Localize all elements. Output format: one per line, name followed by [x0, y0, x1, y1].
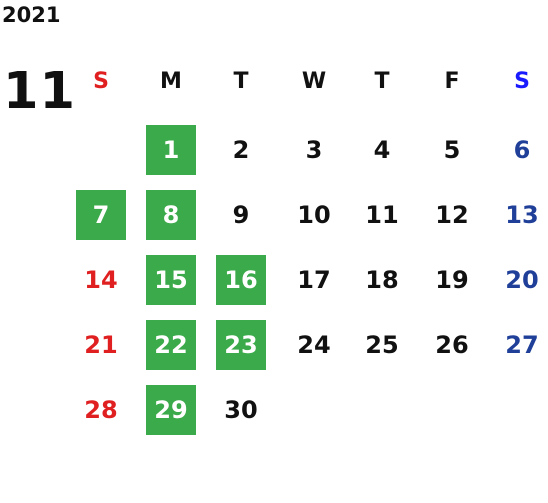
day-cell[interactable]: 6 [513, 136, 531, 164]
day-cell[interactable]: 11 [365, 201, 399, 229]
day-cell[interactable]: 30 [224, 396, 258, 424]
day-cell-highlighted[interactable]: 16 [216, 255, 266, 305]
day-cell[interactable]: 10 [297, 201, 331, 229]
weekday-header: S [514, 68, 530, 94]
day-cell-highlighted[interactable]: 29 [146, 385, 196, 435]
weekday-header: T [374, 68, 390, 94]
day-cell[interactable]: 17 [297, 266, 331, 294]
day-cell[interactable]: 2 [232, 136, 250, 164]
day-cell-highlighted[interactable]: 7 [76, 190, 126, 240]
day-cell[interactable]: 13 [505, 201, 539, 229]
day-cell[interactable]: 27 [505, 331, 539, 359]
day-cell[interactable]: 20 [505, 266, 539, 294]
day-cell[interactable]: 4 [373, 136, 391, 164]
day-cell-highlighted[interactable]: 1 [146, 125, 196, 175]
day-cell[interactable]: 12 [435, 201, 469, 229]
day-cell[interactable]: 3 [305, 136, 323, 164]
day-cell[interactable]: 21 [84, 331, 118, 359]
day-cell[interactable]: 14 [84, 266, 118, 294]
day-cell[interactable]: 19 [435, 266, 469, 294]
weekday-header: W [301, 68, 327, 94]
day-cell-highlighted[interactable]: 8 [146, 190, 196, 240]
weekday-header: S [93, 68, 109, 94]
day-cell[interactable]: 5 [443, 136, 461, 164]
day-cell[interactable]: 25 [365, 331, 399, 359]
weekday-header: M [160, 68, 182, 94]
day-cell[interactable]: 28 [84, 396, 118, 424]
month-number: 11 [3, 62, 76, 121]
weekday-header: T [233, 68, 249, 94]
day-cell[interactable]: 9 [232, 201, 250, 229]
day-cell-highlighted[interactable]: 23 [216, 320, 266, 370]
day-cell-highlighted[interactable]: 22 [146, 320, 196, 370]
day-cell[interactable]: 26 [435, 331, 469, 359]
day-cell[interactable]: 24 [297, 331, 331, 359]
year-label: 2021 [2, 3, 61, 27]
weekday-header: F [444, 68, 460, 94]
day-cell-highlighted[interactable]: 15 [146, 255, 196, 305]
day-cell[interactable]: 18 [365, 266, 399, 294]
